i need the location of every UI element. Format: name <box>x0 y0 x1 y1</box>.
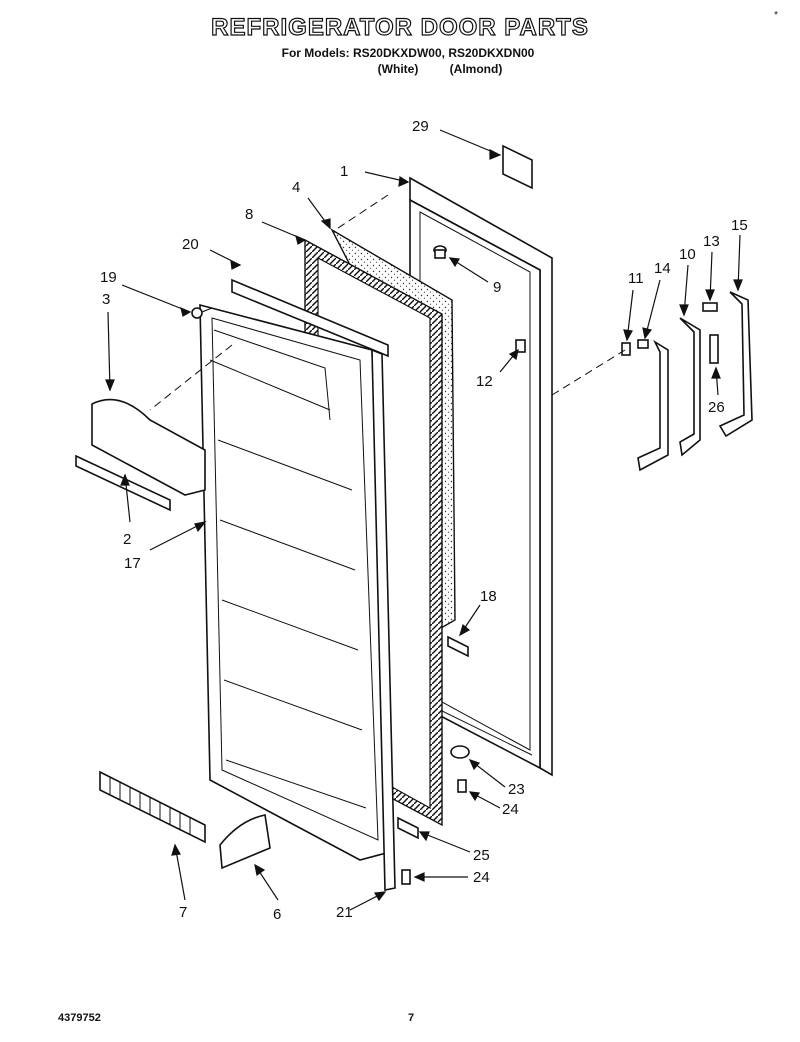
shelf-cover <box>91 398 206 496</box>
label-plate <box>502 144 533 190</box>
label-19: 19 <box>100 269 117 286</box>
leader-lines <box>105 129 743 911</box>
hinge-assembly <box>621 291 753 472</box>
clip <box>515 339 526 353</box>
page-title: REFRIGERATOR DOOR PARTS <box>211 13 589 41</box>
label-3: 3 <box>102 291 110 308</box>
label-23: 23 <box>508 781 525 798</box>
plug-button <box>433 245 447 259</box>
label-8: 8 <box>245 206 253 223</box>
models-line: For Models: RS20DKXDW00, RS20DKXDN00 <box>281 46 535 60</box>
door-bracket <box>447 635 469 658</box>
bottom-hinge-parts <box>397 745 470 885</box>
color-almond: (Almond) <box>449 62 503 76</box>
label-25: 25 <box>473 847 490 864</box>
kick-grille <box>99 770 206 844</box>
label-2: 2 <box>123 531 131 548</box>
screw <box>191 307 213 319</box>
label-12: 12 <box>476 373 493 390</box>
dashed-reference-lines <box>149 194 626 411</box>
label-11: 11 <box>628 270 644 287</box>
label-1: 1 <box>340 163 348 180</box>
label-24a: 24 <box>502 801 519 818</box>
label-24b: 24 <box>473 869 490 886</box>
label-21: 21 <box>336 904 353 921</box>
corner-mark: * <box>774 10 778 21</box>
inner-door-liner <box>199 303 391 861</box>
callout-labels: 1 29 4 8 20 19 3 9 12 11 14 10 13 15 26 … <box>100 118 748 923</box>
shelf-bin <box>219 814 271 870</box>
label-6: 6 <box>273 906 281 923</box>
color-white: (White) <box>377 62 419 76</box>
label-14: 14 <box>654 260 671 277</box>
label-20: 20 <box>182 236 199 253</box>
label-26: 26 <box>708 399 725 416</box>
page-number: 7 <box>408 1012 415 1024</box>
label-9: 9 <box>493 279 501 296</box>
label-10: 10 <box>679 246 696 263</box>
part-number: 4379752 <box>58 1012 101 1024</box>
color-line: (White) (Almond) <box>40 62 800 76</box>
retainer-strip <box>231 278 389 358</box>
label-17: 17 <box>124 555 141 572</box>
label-15: 15 <box>731 217 748 234</box>
label-4: 4 <box>292 179 300 196</box>
label-7: 7 <box>179 904 187 921</box>
label-18: 18 <box>480 588 497 605</box>
label-29: 29 <box>412 118 429 135</box>
label-13: 13 <box>703 233 720 250</box>
